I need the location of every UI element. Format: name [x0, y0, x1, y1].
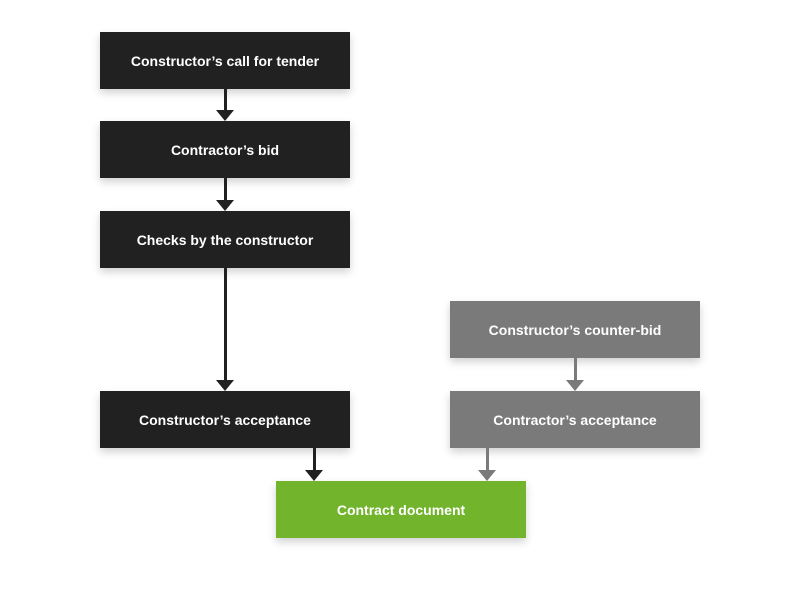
arrow-stem: [573, 358, 577, 380]
arrow-head-icon: [566, 380, 584, 391]
arrow-head-icon: [216, 110, 234, 121]
arrow-call-to-bid: [216, 89, 234, 121]
node-contractors-bid: Contractor’s bid: [100, 121, 350, 178]
node-label: Constructor’s call for tender: [130, 52, 320, 69]
node-contract-document: Contract document: [276, 481, 526, 538]
arrow-counter-bid-to-contractor-acceptance: [566, 358, 584, 391]
arrow-bid-to-checks: [216, 178, 234, 211]
node-constructors-counter-bid: Constructor’s counter-bid: [450, 301, 700, 358]
arrow-head-icon: [216, 380, 234, 391]
arrow-checks-to-constructor-acceptance: [216, 268, 234, 391]
arrow-stem: [223, 89, 227, 110]
node-label: Contract document: [336, 501, 466, 518]
node-label: Checks by the constructor: [136, 231, 314, 248]
arrow-head-icon: [478, 470, 496, 481]
node-contractors-acceptance: Contractor’s acceptance: [450, 391, 700, 448]
arrow-head-icon: [216, 200, 234, 211]
arrow-contractor-acceptance-to-contract: [478, 448, 496, 481]
node-constructors-call-for-tender: Constructor’s call for tender: [100, 32, 350, 89]
arrow-stem: [485, 448, 489, 470]
node-constructors-acceptance: Constructor’s acceptance: [100, 391, 350, 448]
node-label: Constructor’s counter-bid: [488, 321, 662, 338]
node-label: Contractor’s bid: [170, 141, 280, 158]
node-label: Contractor’s acceptance: [493, 411, 657, 428]
arrow-stem: [223, 178, 227, 200]
arrow-stem: [223, 268, 227, 380]
arrow-head-icon: [305, 470, 323, 481]
arrow-stem: [312, 448, 316, 470]
node-label: Constructor’s acceptance: [139, 411, 311, 428]
arrow-constructor-acceptance-to-contract: [305, 448, 323, 481]
node-checks-by-the-constructor: Checks by the constructor: [100, 211, 350, 268]
